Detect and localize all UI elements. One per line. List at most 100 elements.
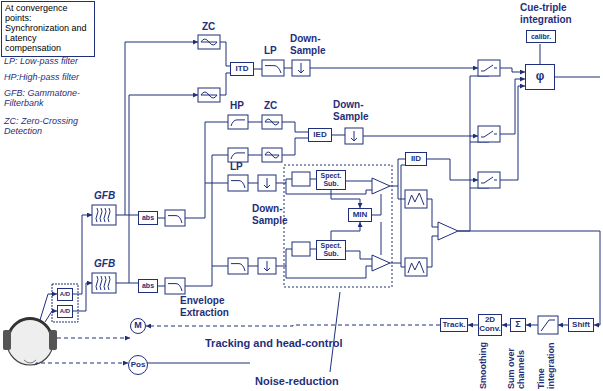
signal-connector [146, 325, 440, 326]
block-outline [258, 258, 276, 274]
node-text: Spect. Sub. [317, 242, 345, 257]
lp-block [165, 210, 185, 226]
block-outline [262, 115, 282, 129]
zc-block [198, 88, 220, 102]
block-glyph [351, 131, 357, 141]
position-circle: Pos [128, 355, 148, 375]
tri-block [372, 178, 390, 194]
section-label: Tracking and head-control [205, 337, 343, 350]
zc-block [262, 115, 282, 129]
signal-connector [331, 222, 360, 240]
section-label: Cue-triple integration [520, 2, 600, 25]
motor-circle: M [130, 318, 146, 334]
gfb-block [92, 205, 116, 225]
pk-block [405, 258, 427, 276]
sw-block [478, 172, 500, 188]
process-box: Track. [440, 318, 468, 332]
block-label: GFB [94, 190, 115, 202]
process-box: IED [308, 128, 332, 142]
ds-block [258, 258, 276, 274]
zc-block [198, 35, 220, 49]
block-glyph [96, 208, 110, 222]
signal-wires [40, 42, 600, 372]
head-illustration [3, 319, 57, 365]
process-box: Σ [510, 318, 526, 332]
section-label: Envelope Extraction [180, 295, 240, 318]
block-label: Down-Sample [290, 33, 326, 56]
node-text: Shift [572, 321, 590, 330]
tri-block [438, 222, 458, 240]
node-text: IED [313, 131, 326, 140]
node-text: At convergence points: Synchronization a… [5, 4, 91, 53]
block-glyph [408, 193, 424, 205]
node-text: MIN [353, 211, 368, 220]
node-text: A/D [60, 291, 70, 298]
process-box: Spect. Sub. [316, 240, 346, 260]
node-text: 2D Conv. [479, 316, 501, 334]
block-glyph [481, 131, 497, 137]
block-outline [92, 273, 116, 293]
node-text: M [134, 321, 142, 331]
block-glyph [265, 119, 279, 125]
node-text: abs [142, 282, 154, 290]
block-glyph [168, 216, 182, 223]
block-glyph [481, 177, 497, 183]
amplifier-symbol [438, 222, 458, 240]
lp-block [262, 60, 284, 76]
tri-block [372, 255, 390, 271]
sw-block [478, 60, 500, 76]
process-box: abs [138, 211, 158, 225]
block-glyph [201, 92, 217, 98]
block-glyph [265, 152, 279, 158]
block-outline [292, 60, 310, 76]
block-outline [228, 115, 248, 129]
calibration-box: calibr. [526, 30, 556, 43]
process-box: IID [405, 152, 427, 166]
block-outline [92, 205, 116, 225]
block-glyph [408, 261, 424, 273]
converter-box: A/D [57, 288, 73, 301]
block-outline [538, 316, 558, 334]
note-box: At convergence points: Synchronization a… [1, 1, 95, 57]
block-outline [198, 35, 220, 49]
block-label: ZC [202, 21, 215, 33]
block-outline [292, 172, 310, 186]
block-glyph [541, 320, 555, 331]
signal-connector [502, 325, 510, 326]
node-text: φ [536, 70, 545, 83]
block-outline [292, 242, 310, 256]
block-glyph [264, 178, 270, 188]
block-outline [165, 210, 185, 226]
block-outline [405, 190, 427, 208]
legend-line: ZC: Zero-Crossing Detection [4, 116, 96, 137]
block-outline [262, 60, 284, 76]
lp-block [228, 258, 248, 274]
stage-label: Time integration [536, 335, 557, 389]
node-text: Spect. Sub. [317, 172, 345, 187]
block-glyph [298, 63, 304, 73]
node-text: ITD [236, 65, 249, 74]
ad-bracket [52, 284, 78, 322]
amplifier-symbol [372, 178, 390, 194]
block-outline [478, 60, 500, 76]
block-glyph [264, 261, 270, 271]
block-outline [228, 258, 248, 274]
stage-label: Smoothing [478, 337, 488, 389]
head-links [36, 338, 130, 365]
block-outline [198, 88, 220, 102]
node-text: Track. [442, 321, 465, 330]
node-text: IID [411, 155, 421, 164]
ti-block [538, 316, 558, 334]
zc-block [262, 148, 282, 162]
process-box: 2D Conv. [478, 314, 502, 336]
block-glyph [231, 153, 245, 159]
sw-block [478, 126, 500, 142]
block-glyph [231, 264, 245, 271]
legend-line: HP:High-pass filter [4, 72, 79, 82]
lp-block [165, 278, 185, 294]
stage-label: Sum over channels [506, 337, 527, 389]
block-label: GFB [94, 258, 115, 270]
block-outline [165, 278, 185, 294]
